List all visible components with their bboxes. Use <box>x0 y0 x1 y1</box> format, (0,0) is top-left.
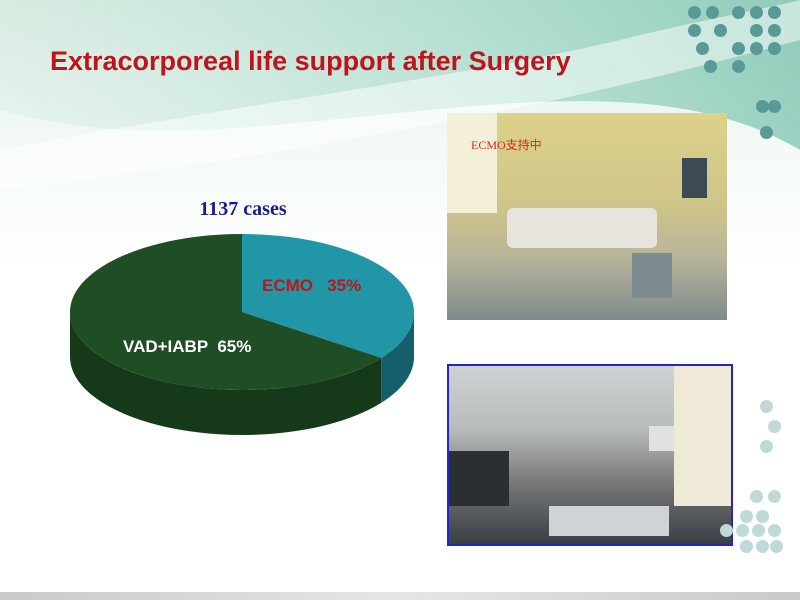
decorative-dot <box>736 524 749 537</box>
decorative-dot <box>768 6 781 19</box>
decorative-dot <box>760 440 773 453</box>
photo-caption: ECMO支持中 <box>471 138 542 152</box>
decorative-dot <box>756 100 769 113</box>
decorative-dot <box>740 510 753 523</box>
decorative-dot <box>688 24 701 37</box>
decorative-dot <box>768 100 781 113</box>
decorative-dot <box>732 42 745 55</box>
decorative-dot <box>740 540 753 553</box>
decorative-dot <box>732 60 745 73</box>
slide-title: Extracorporeal life support after Surger… <box>50 46 571 76</box>
decorative-dot <box>688 6 701 19</box>
decorative-dot <box>760 400 773 413</box>
icu-equipment-photo <box>447 364 733 546</box>
decorative-dot <box>750 490 763 503</box>
pie-slice-ecmo <box>242 234 414 358</box>
decorative-dot <box>768 420 781 433</box>
pie-side-ecmo <box>381 312 414 403</box>
decorative-dot <box>768 524 781 537</box>
decorative-dot <box>714 24 727 37</box>
decorative-dot <box>750 6 763 19</box>
pie-side-vad-iabp <box>70 312 382 435</box>
slice-label-ecmo: ECMO 35% <box>262 276 362 295</box>
decorative-dot <box>720 524 733 537</box>
decorative-dot <box>768 24 781 37</box>
decorative-dot <box>768 42 781 55</box>
pie-slice-vad-iabp <box>69 234 382 390</box>
decorative-dot <box>732 6 745 19</box>
decorative-dot <box>750 24 763 37</box>
slice-label-vad-iabp: VAD+IABP 65% <box>123 337 252 356</box>
decorative-dot <box>768 490 781 503</box>
chart-title: 1137 cases <box>199 198 287 220</box>
decorative-dot <box>760 126 773 139</box>
bottom-bar <box>0 592 800 600</box>
decorative-dot <box>770 540 783 553</box>
ecmo-icu-photo: ECMO支持中 <box>447 113 727 320</box>
decorative-dot <box>750 42 763 55</box>
decorative-dot <box>706 6 719 19</box>
decorative-dot <box>704 60 717 73</box>
decorative-dot <box>696 42 709 55</box>
decorative-dot <box>752 524 765 537</box>
decorative-dot <box>756 540 769 553</box>
decorative-dot <box>756 510 769 523</box>
